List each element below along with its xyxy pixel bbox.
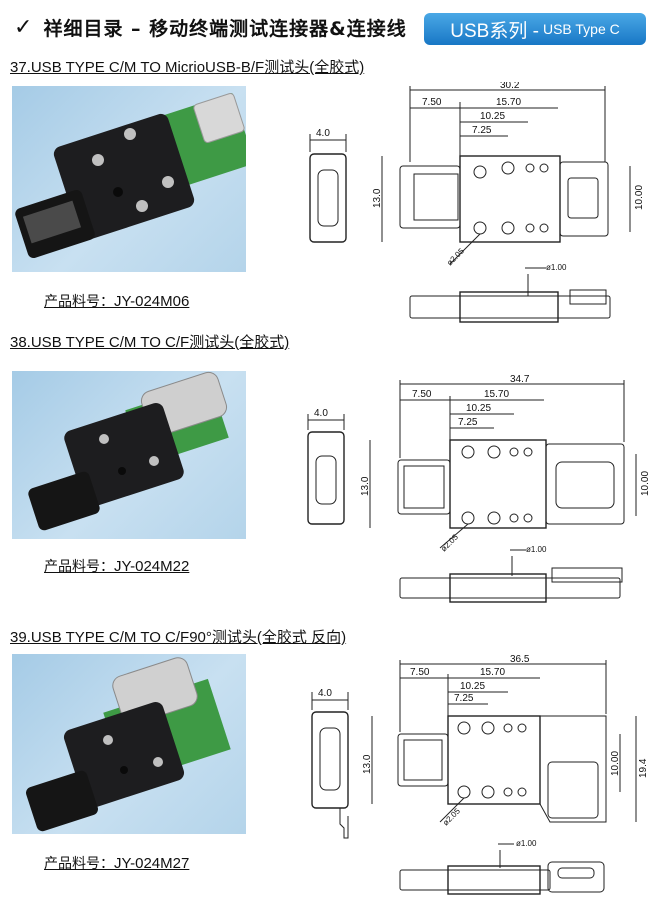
product-photo-37 — [12, 86, 246, 272]
part-number-39: 产品料号：JY-024M27 — [44, 853, 189, 873]
series-badge: USB系列 - USB Type C — [424, 13, 646, 45]
dim-height3-39: 19.4 — [638, 758, 649, 778]
dim-hole-37: ø2.05 — [445, 246, 466, 267]
dim-750-37: 7.50 — [422, 97, 442, 108]
part-label: 产品料号： — [44, 856, 114, 872]
dim-1025-37: 10.25 — [480, 111, 505, 122]
page-title: 祥细目录 – 移动终端测试连接器&连接线 — [43, 17, 407, 40]
dim-hole-39: ø2.05 — [441, 806, 462, 827]
dim-height-37: 13.0 — [372, 188, 383, 208]
part-number-value: JY-024M22 — [114, 558, 190, 575]
part-label: 产品料号： — [44, 294, 114, 310]
dim-1025-39: 10.25 — [460, 681, 485, 692]
dim-pin-37: ø1.00 — [546, 263, 567, 272]
page-header: ✓ 祥细目录 – 移动终端测试连接器&连接线 — [14, 10, 407, 44]
dim-side-38: 4.0 — [314, 408, 328, 419]
dim-725-39: 7.25 — [454, 693, 474, 704]
dim-total-39: 36.5 — [510, 654, 530, 665]
dim-side-37: 4.0 — [316, 128, 330, 139]
series-badge-sub: USB Type C — [542, 21, 620, 37]
series-badge-main: USB系列 - — [450, 20, 539, 42]
drawing-39: 4.0 36.5 7.50 15.70 10.25 7.25 13.0 10.0… — [311, 654, 649, 895]
product-title-39: 39.USB TYPE C/M TO C/F90°测试头(全胶式 反向) — [10, 629, 347, 646]
part-label: 产品料号： — [44, 559, 114, 575]
check-icon: ✓ — [14, 14, 34, 40]
part-number-37: 产品料号：JY-024M06 — [44, 291, 189, 311]
product-photo-39 — [12, 654, 246, 834]
dim-total-38: 34.7 — [510, 374, 530, 385]
dim-hole-38: ø2.05 — [439, 532, 460, 553]
dim-725-38: 7.25 — [458, 417, 478, 428]
dim-750-38: 7.50 — [412, 389, 432, 400]
dim-1570-39: 15.70 — [480, 667, 505, 678]
dim-height2-38: 10.00 — [640, 471, 650, 496]
dim-total-37: 30.2 — [500, 82, 520, 91]
product-title-37: 37.USB TYPE C/M TO MicrioUSB-B/F测试头(全胶式) — [10, 59, 365, 76]
dim-height-38: 13.0 — [360, 476, 371, 496]
dim-pin-38: ø1.00 — [526, 545, 547, 554]
dim-1570-37: 15.70 — [496, 97, 521, 108]
dim-height2-39: 10.00 — [610, 751, 621, 776]
part-number-38: 产品料号：JY-024M22 — [44, 556, 189, 576]
dim-1570-38: 15.70 — [484, 389, 509, 400]
dim-1025-38: 10.25 — [466, 403, 491, 414]
dim-side-39: 4.0 — [318, 688, 332, 699]
part-number-value: JY-024M27 — [114, 855, 190, 872]
dim-750-39: 7.50 — [410, 667, 430, 678]
dim-height-39: 13.0 — [362, 754, 373, 774]
drawing-37: 4.0 30.2 7.50 15.70 10.25 7.25 13.0 10.0… — [309, 82, 645, 323]
product-title-38: 38.USB TYPE C/M TO C/F测试头(全胶式) — [10, 334, 290, 351]
dim-pin-39: ø1.00 — [516, 839, 537, 848]
drawing-38: 4.0 34.7 7.50 15.70 10.25 7.25 13.0 10.0… — [307, 374, 650, 603]
dim-height2-37: 10.00 — [634, 185, 645, 210]
product-photo-38 — [12, 371, 246, 539]
dim-725-37: 7.25 — [472, 125, 492, 136]
part-number-value: JY-024M06 — [114, 293, 190, 310]
